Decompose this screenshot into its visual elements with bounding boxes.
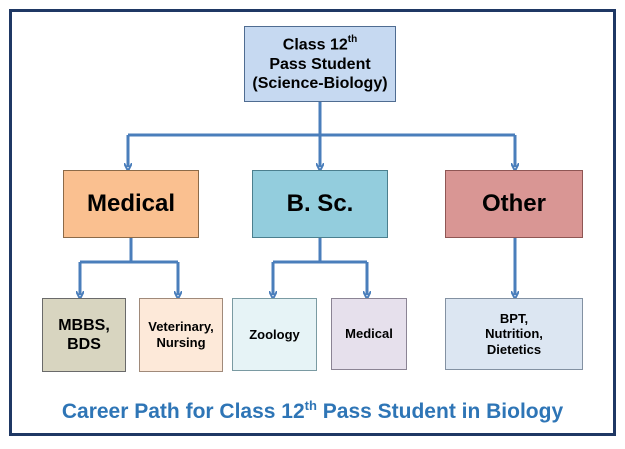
node-bsc-medical: Medical xyxy=(331,298,407,370)
node-veterinary-nursing: Veterinary, Nursing xyxy=(139,298,223,372)
node-other: Other xyxy=(445,170,583,238)
other-detail-line-2: Nutrition, xyxy=(485,326,543,342)
node-bsc: B. Sc. xyxy=(252,170,388,238)
other-detail-line-3: Dietetics xyxy=(486,341,542,357)
diagram-caption: Career Path for Class 12th Pass Student … xyxy=(61,398,564,423)
root-line-3: (Science-Biology) xyxy=(252,74,388,92)
other-detail-line-1: BPT, xyxy=(499,310,529,326)
root-line-1: Class 12th xyxy=(282,34,358,54)
node-mbbs-bds: MBBS, BDS xyxy=(42,298,126,372)
node-bpt-nutrition-dietetics: BPT, Nutrition, Dietetics xyxy=(445,298,583,370)
root-line-2: Pass Student xyxy=(269,55,371,73)
node-medical: Medical xyxy=(63,170,199,238)
node-zoology: Zoology xyxy=(232,298,317,371)
root-node-class-12: Class 12th Pass Student (Science-Biology… xyxy=(244,26,396,102)
